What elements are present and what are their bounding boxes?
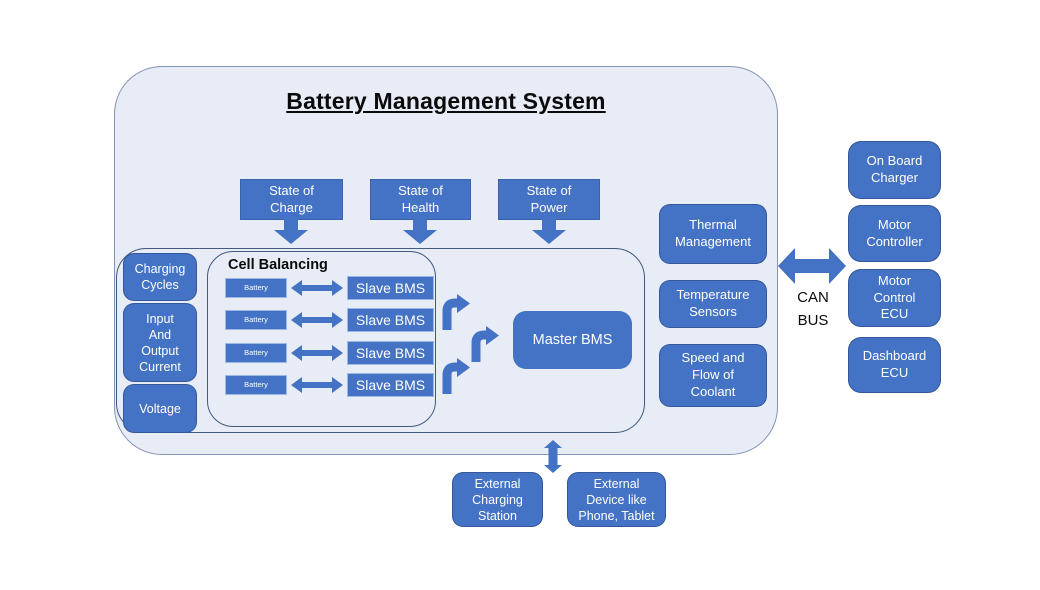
node-speed-flow-coolant: Speed and Flow of Coolant: [659, 344, 767, 407]
cell-balancing-row: Battery Slave BMS: [225, 307, 434, 332]
node-state-of-power: State of Power: [498, 179, 600, 220]
merge-arrow-icon: [440, 286, 470, 330]
bidirectional-arrow-icon: [291, 279, 343, 296]
cell-balancing-row: Battery Slave BMS: [225, 340, 434, 365]
can-bus-arrow-icon: [778, 248, 846, 284]
down-arrow-icon: [274, 219, 308, 244]
page-title: Battery Management System: [286, 88, 606, 114]
node-slave-bms: Slave BMS: [347, 275, 434, 300]
node-thermal-management: Thermal Management: [659, 204, 767, 264]
node-temperature-sensors: Temperature Sensors: [659, 280, 767, 328]
node-state-of-charge: State of Charge: [240, 179, 343, 220]
node-dashboard-ecu: Dashboard ECU: [848, 337, 941, 393]
bidirectional-arrow-icon: [291, 344, 343, 361]
node-voltage: Voltage: [123, 384, 197, 433]
bidirectional-arrow-icon: [291, 376, 343, 393]
node-external-device: External Device like Phone, Tablet: [567, 472, 666, 527]
node-motor-control-ecu: Motor Control ECU: [848, 269, 941, 327]
cell-balancing-title: Cell Balancing: [228, 257, 328, 273]
bidirectional-arrow-icon: [291, 311, 343, 328]
node-master-bms: Master BMS: [513, 311, 632, 369]
node-battery: Battery: [225, 277, 287, 298]
cell-balancing-row: Battery Slave BMS: [225, 275, 434, 300]
node-battery: Battery: [225, 342, 287, 363]
node-battery: Battery: [225, 309, 287, 330]
node-external-charging-station: External Charging Station: [452, 472, 543, 527]
vertical-double-arrow-icon: [544, 440, 562, 473]
merge-arrow-icon: [440, 350, 470, 394]
node-slave-bms: Slave BMS: [347, 307, 434, 332]
cell-balancing-panel: [207, 251, 436, 427]
merge-arrow-icon: [469, 318, 499, 362]
node-charging-cycles: Charging Cycles: [123, 253, 197, 301]
node-slave-bms: Slave BMS: [347, 340, 434, 365]
node-battery: Battery: [225, 374, 287, 395]
measurement-panel: [116, 248, 645, 433]
node-on-board-charger: On Board Charger: [848, 141, 941, 199]
cell-balancing-row: Battery Slave BMS: [225, 372, 434, 397]
node-input-output-current: Input And Output Current: [123, 303, 197, 382]
down-arrow-icon: [532, 219, 566, 244]
node-state-of-health: State of Health: [370, 179, 471, 220]
down-arrow-icon: [403, 219, 437, 244]
node-motor-controller: Motor Controller: [848, 205, 941, 262]
node-slave-bms: Slave BMS: [347, 372, 434, 397]
can-bus-label: CAN BUS: [797, 289, 829, 329]
